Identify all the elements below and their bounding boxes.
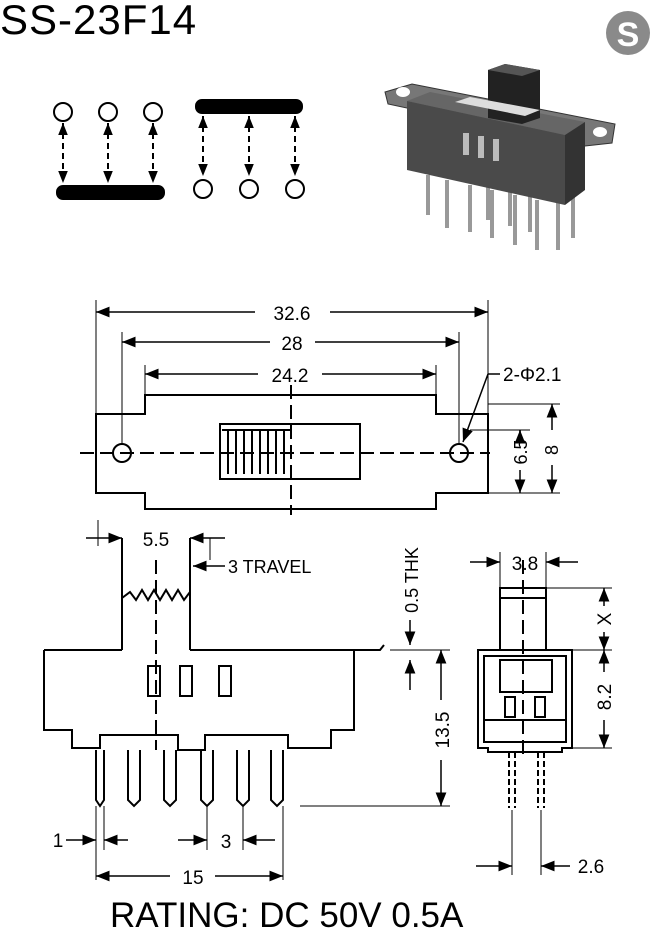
- dim-inner-height: 6.5: [511, 439, 531, 464]
- schematic-position-2: [193, 99, 305, 199]
- brand-logo: S: [606, 11, 650, 55]
- dim-body-height: 13.5: [433, 712, 454, 749]
- dim-pin-width: 1: [53, 831, 64, 852]
- logo-letter: S: [617, 16, 640, 54]
- dim-travel: 3 TRAVEL: [228, 557, 311, 577]
- dim-hole-callout: 2-Φ2.1: [503, 365, 561, 386]
- product-illustration: [384, 64, 616, 250]
- dim-thickness: 0.5 THK: [402, 547, 422, 613]
- side-view: [43, 520, 450, 882]
- dim-actuator-height: X: [595, 612, 616, 625]
- dim-end-body-height: 8.2: [595, 684, 616, 710]
- front-view: [80, 300, 560, 515]
- dim-pin-span: 15: [182, 868, 203, 889]
- schematic-position-1: [53, 102, 165, 200]
- dim-actuator-width: 5.5: [143, 530, 169, 551]
- dim-body-length: 24.2: [272, 366, 309, 387]
- dim-hole-pitch: 28: [281, 334, 302, 355]
- dim-actuator-thickness: 3.8: [512, 554, 538, 575]
- end-view: [470, 552, 612, 875]
- dim-pin-pitch: 3: [221, 832, 232, 853]
- dim-overall-length: 32.6: [274, 304, 311, 325]
- rating-text: RATING: DC 50V 0.5A: [110, 896, 464, 935]
- dim-row-pitch: 2.6: [578, 857, 604, 878]
- part-number-title: SS-23F14: [0, 0, 198, 43]
- dim-flange-height: 8: [542, 445, 562, 455]
